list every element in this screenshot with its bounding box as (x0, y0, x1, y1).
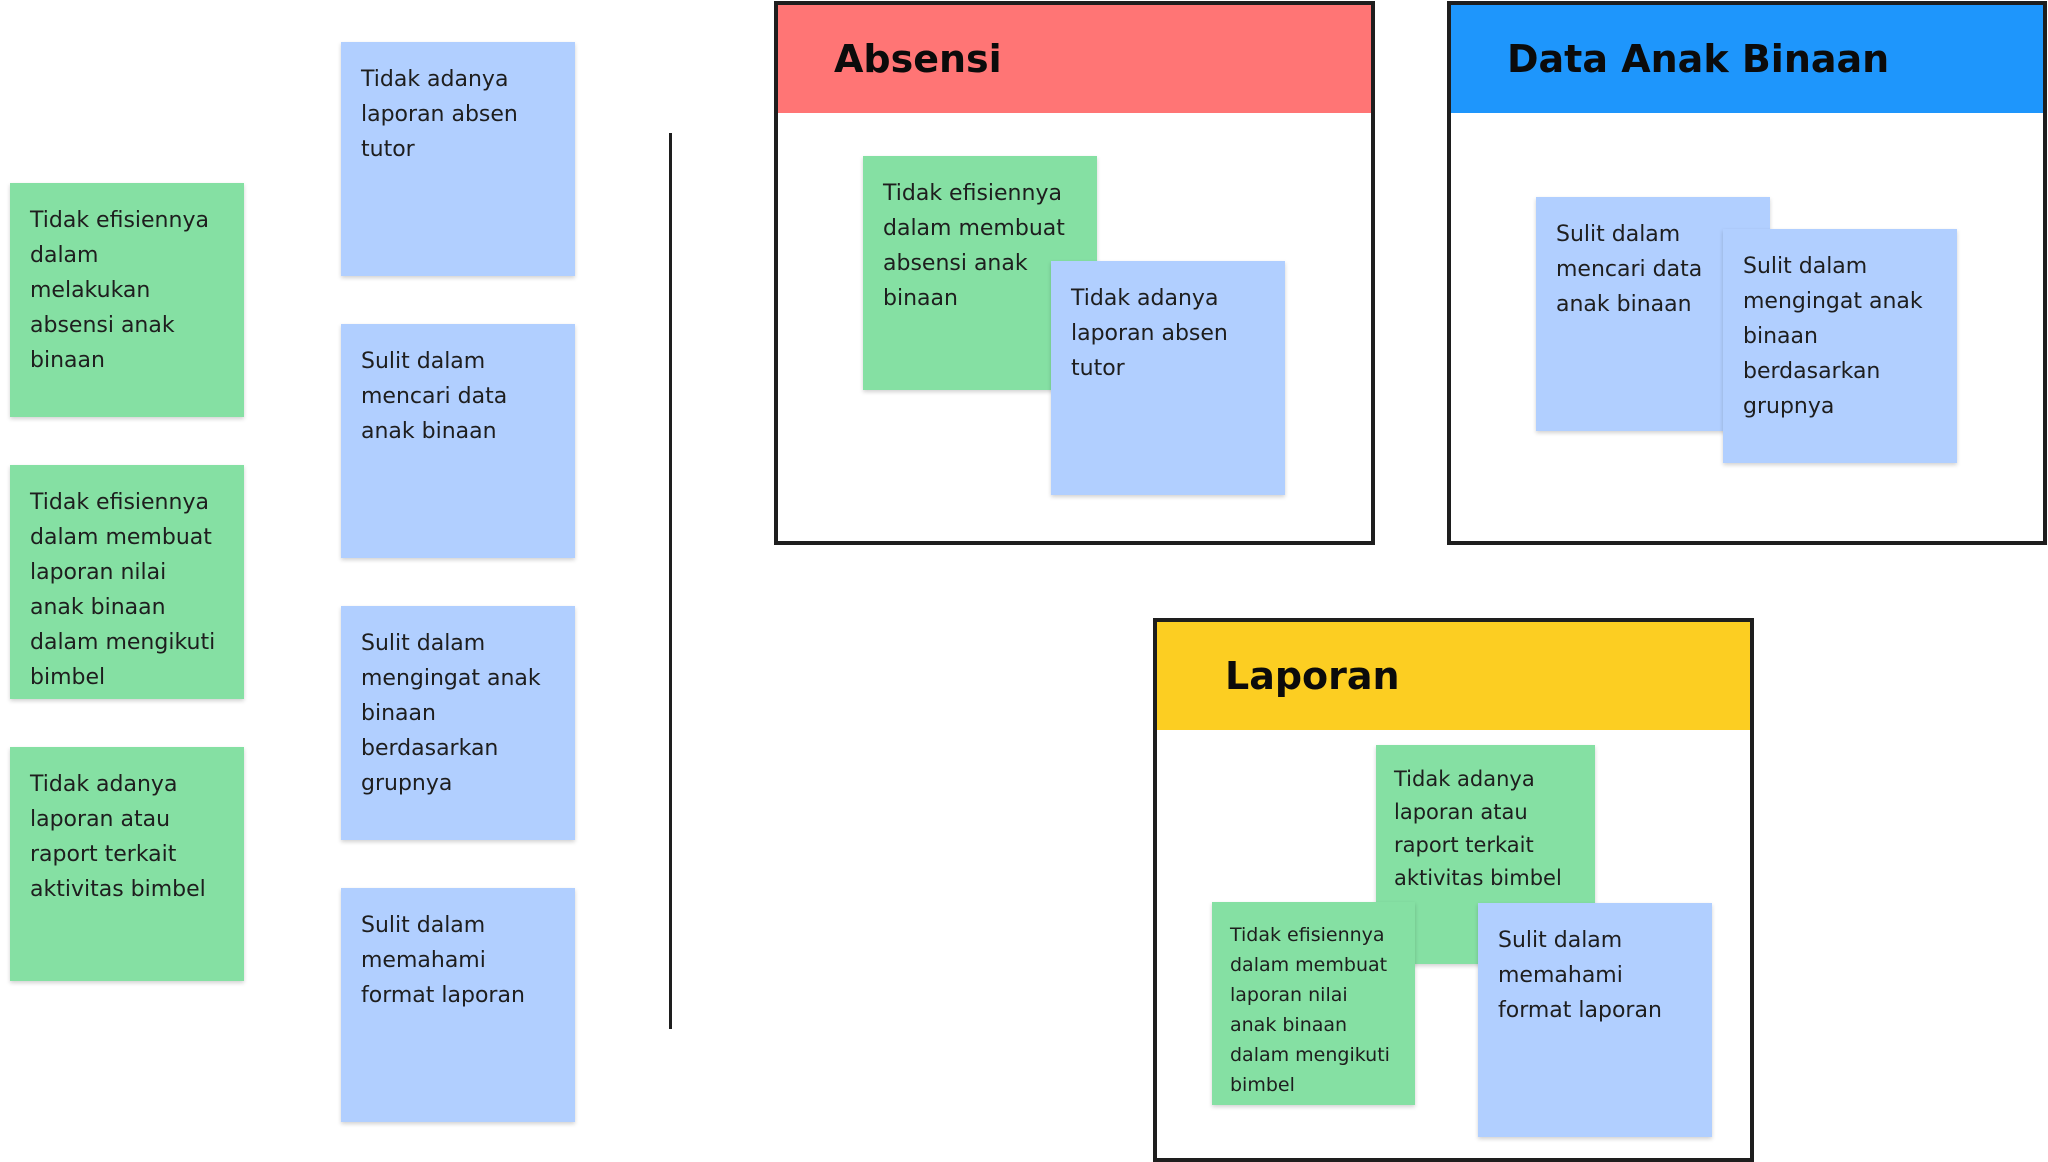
sticky-note-blue[interactable]: Sulit dalam memahami format laporan (341, 888, 575, 1122)
section-title: Data Anak Binaan (1507, 37, 1890, 81)
sticky-note-green[interactable]: Tidak efisiennya dalam melakukan absensi… (10, 183, 244, 417)
sticky-note-green[interactable]: Tidak adanya laporan atau raport terkait… (10, 747, 244, 981)
section-header-absensi: Absensi (778, 5, 1371, 113)
section-title: Laporan (1225, 654, 1400, 698)
sticky-note-blue[interactable]: Sulit dalam mencari data anak binaan (341, 324, 575, 558)
sticky-note-blue[interactable]: Tidak adanya laporan absen tutor (341, 42, 575, 276)
sticky-note-blue[interactable]: Sulit dalam mengingat anak binaan berdas… (1723, 229, 1957, 463)
section-title: Absensi (834, 37, 1002, 81)
sticky-note-blue[interactable]: Tidak adanya laporan absen tutor (1051, 261, 1285, 495)
divider-line (669, 133, 672, 1029)
sticky-note-blue[interactable]: Sulit dalam memahami format laporan (1478, 903, 1712, 1137)
sticky-note-green[interactable]: Tidak efisiennya dalam membuat laporan n… (1212, 902, 1415, 1105)
section-header-data-anak-binaan: Data Anak Binaan (1451, 5, 2043, 113)
section-header-laporan: Laporan (1157, 622, 1750, 730)
sticky-note-green[interactable]: Tidak efisiennya dalam membuat laporan n… (10, 465, 244, 699)
sticky-note-blue[interactable]: Sulit dalam mengingat anak binaan berdas… (341, 606, 575, 840)
